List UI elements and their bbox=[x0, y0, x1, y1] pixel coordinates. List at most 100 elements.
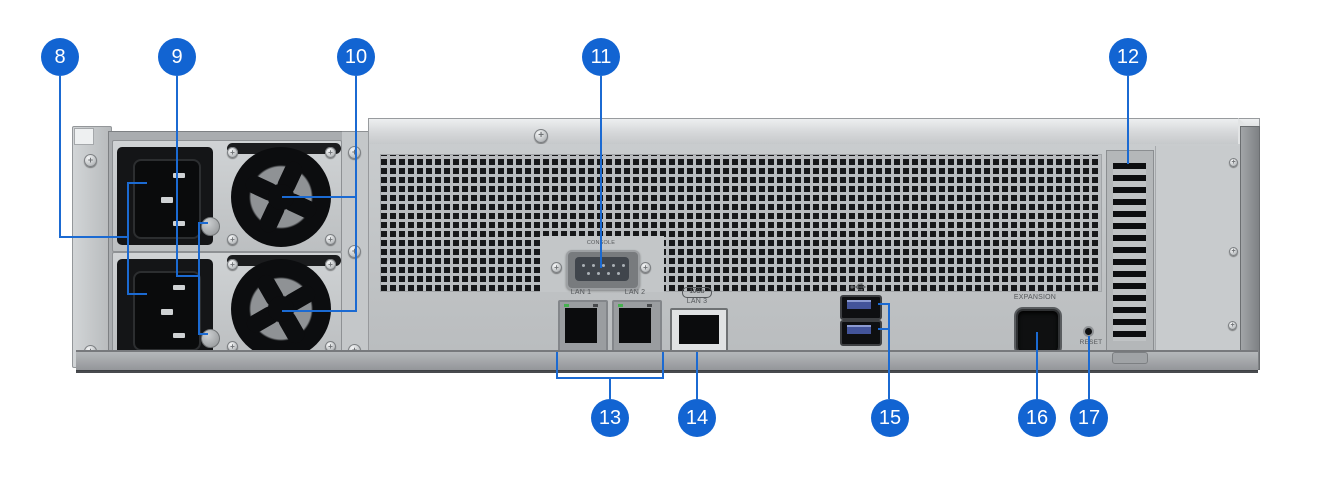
callout-12: 12 bbox=[1109, 38, 1147, 76]
activity-led bbox=[647, 304, 652, 307]
screw bbox=[1229, 247, 1238, 256]
psu-fan-2 bbox=[231, 259, 331, 359]
leader-line-9 bbox=[198, 333, 208, 335]
chassis-top-rail bbox=[368, 118, 1260, 149]
screw bbox=[227, 341, 238, 352]
leader-line-8 bbox=[59, 76, 61, 238]
power-pin bbox=[173, 333, 185, 338]
activity-led bbox=[593, 304, 598, 307]
beep-off-button-1 bbox=[201, 217, 220, 236]
leader-line-13 bbox=[556, 377, 664, 379]
lan2-port bbox=[612, 300, 662, 352]
lan1-port bbox=[558, 300, 608, 352]
leader-line-9 bbox=[198, 222, 208, 224]
leader-line-13 bbox=[662, 352, 664, 379]
screw bbox=[348, 146, 361, 159]
callout-15: 15 bbox=[871, 399, 909, 437]
screw bbox=[1229, 158, 1238, 167]
link-led bbox=[618, 304, 623, 307]
lan1-label: LAN 1 bbox=[570, 289, 592, 296]
leader-line-10 bbox=[355, 76, 357, 312]
power-supply-unit-2 bbox=[112, 252, 342, 359]
screw bbox=[534, 129, 548, 143]
lan3-port bbox=[670, 308, 728, 352]
side-vent bbox=[1106, 150, 1154, 354]
usb-icon bbox=[850, 283, 867, 291]
usb-port-2 bbox=[840, 320, 882, 346]
fan-hub bbox=[268, 296, 294, 322]
leader-line-16 bbox=[1036, 332, 1038, 399]
usb-port-1 bbox=[840, 295, 882, 320]
leader-line-11 bbox=[600, 76, 602, 268]
leader-line-12 bbox=[1127, 76, 1129, 164]
leader-line-9 bbox=[176, 76, 178, 277]
screw bbox=[84, 154, 97, 167]
blank-panel bbox=[1155, 146, 1241, 350]
screw bbox=[227, 147, 238, 158]
leader-line-17 bbox=[1088, 336, 1090, 399]
expansion-label: EXPANSION bbox=[1013, 294, 1057, 301]
callout-11: 11 bbox=[582, 38, 620, 76]
power-pin bbox=[161, 309, 173, 315]
vent-latch bbox=[1112, 352, 1148, 364]
lan2-label: LAN 2 bbox=[624, 289, 646, 296]
power-pin bbox=[161, 197, 173, 203]
expansion-port bbox=[1016, 309, 1060, 354]
power-inlet-recess bbox=[133, 271, 201, 351]
leader-line-10 bbox=[282, 310, 357, 312]
leader-line-13 bbox=[609, 379, 611, 399]
console-port bbox=[566, 250, 640, 290]
leader-line-8 bbox=[127, 293, 147, 295]
leader-line-15 bbox=[878, 303, 890, 305]
reset-button bbox=[1085, 328, 1092, 335]
chassis-right-flange bbox=[1240, 126, 1260, 370]
rj45-socket bbox=[679, 315, 719, 344]
callout-16: 16 bbox=[1018, 399, 1056, 437]
power-pin bbox=[173, 221, 185, 226]
power-pin bbox=[173, 285, 185, 290]
screw bbox=[325, 147, 336, 158]
screw bbox=[227, 234, 238, 245]
callout-10: 10 bbox=[337, 38, 375, 76]
10gbe-badge: 10Gb bbox=[682, 287, 712, 298]
callout-17: 17 bbox=[1070, 399, 1108, 437]
screw bbox=[325, 259, 336, 270]
vent-slats bbox=[1113, 163, 1146, 341]
leader-line-9 bbox=[176, 275, 200, 277]
leader-line-8 bbox=[127, 182, 129, 295]
leader-line-15 bbox=[878, 328, 890, 330]
screw bbox=[227, 259, 238, 270]
rj45-socket bbox=[565, 308, 597, 343]
chassis-bottom-rail bbox=[76, 350, 1258, 373]
power-pin bbox=[173, 173, 185, 178]
leader-line-15 bbox=[888, 303, 890, 399]
link-led bbox=[564, 304, 569, 307]
reset-label: RESET bbox=[1079, 339, 1103, 346]
leader-line-8 bbox=[59, 236, 129, 238]
callout-14: 14 bbox=[678, 399, 716, 437]
screw bbox=[325, 341, 336, 352]
screw bbox=[1228, 321, 1237, 330]
screw bbox=[348, 245, 361, 258]
leader-line-9 bbox=[198, 222, 200, 335]
ventilation-grille bbox=[380, 154, 1102, 292]
power-socket-1 bbox=[117, 147, 213, 245]
screw bbox=[551, 262, 562, 273]
usb-tongue bbox=[847, 300, 871, 309]
usb-tongue bbox=[847, 325, 871, 334]
leader-line-14 bbox=[696, 352, 698, 399]
leader-line-10 bbox=[282, 196, 357, 198]
callout-9: 9 bbox=[158, 38, 196, 76]
screw bbox=[640, 262, 651, 273]
leader-line-13 bbox=[556, 352, 558, 379]
rj45-socket bbox=[619, 308, 651, 343]
chassis-shadow bbox=[76, 371, 1258, 373]
beep-off-button-2 bbox=[201, 329, 220, 348]
rack-ear-latch bbox=[74, 128, 94, 145]
power-inlet-recess bbox=[133, 159, 201, 239]
leader-line-8 bbox=[127, 182, 147, 184]
callout-13: 13 bbox=[591, 399, 629, 437]
callout-8: 8 bbox=[41, 38, 79, 76]
screw bbox=[325, 234, 336, 245]
